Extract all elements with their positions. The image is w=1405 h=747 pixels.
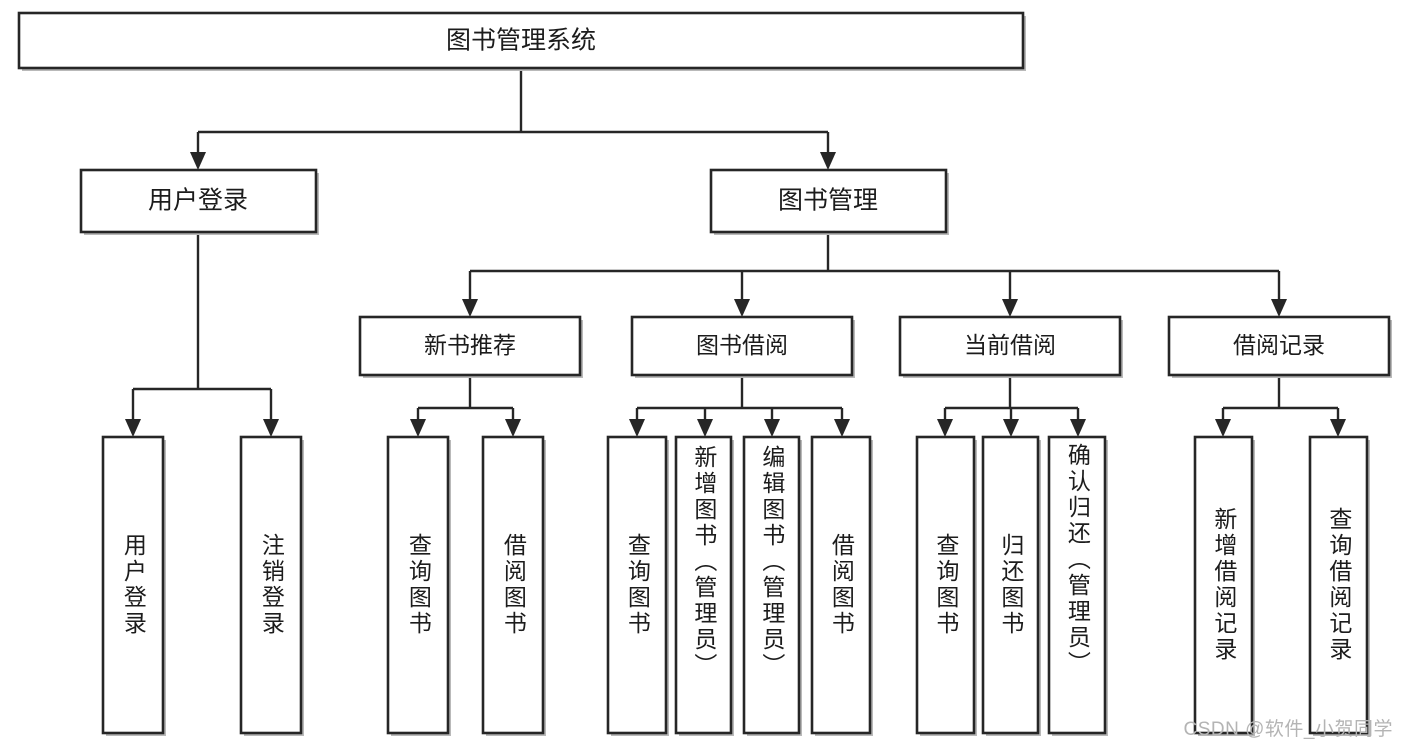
edge-layer <box>125 68 1346 437</box>
arrow-to-current-borrow <box>1002 299 1018 317</box>
arrow-to-leaf-return-book <box>1003 419 1019 437</box>
leaf-query-book-1-box[interactable] <box>386 435 450 735</box>
borrow-record-node-label: 借阅记录 <box>1233 332 1325 358</box>
new-book-recommend-node-label: 新书推荐 <box>424 332 516 358</box>
csdn-watermark: CSDN @软件_小贺同学 <box>1183 719 1393 740</box>
node-layer: 图书管理系统 用户登录 图书管理 新书推荐 图书借阅 当前借阅 借阅记录 <box>17 11 1392 736</box>
arrow-to-leaf-edit-book <box>764 419 780 437</box>
arrow-to-leaf-add-record <box>1215 419 1231 437</box>
leaf-edit-book-box[interactable] <box>742 435 801 735</box>
leaf-return-book-box[interactable] <box>981 435 1040 735</box>
arrow-to-leaf-add-book <box>697 419 713 437</box>
user-login-node-box[interactable] <box>79 168 318 234</box>
current-borrow-node-box[interactable] <box>898 315 1122 377</box>
arrow-to-leaf-query-record <box>1330 419 1346 437</box>
arrow-to-leaf-query-book-1 <box>410 419 426 437</box>
arrow-to-book-borrow <box>734 299 750 317</box>
arrow-to-book-manage <box>820 152 836 170</box>
arrow-to-user-login <box>190 152 206 170</box>
arrow-to-leaf-user-logout <box>263 419 279 437</box>
leaf-user-login-box[interactable] <box>101 435 165 735</box>
root-node-box[interactable] <box>17 11 1025 70</box>
arrow-to-leaf-confirm-return <box>1070 419 1086 437</box>
leaf-add-book-box[interactable] <box>674 435 733 735</box>
arrow-to-new-book-recommend <box>462 299 478 317</box>
book-borrow-node-box[interactable] <box>630 315 854 377</box>
root-node-label: 图书管理系统 <box>446 27 596 55</box>
book-borrow-node-label: 图书借阅 <box>696 332 788 358</box>
leaf-query-record-box[interactable] <box>1308 435 1369 735</box>
leaf-confirm-return-box[interactable] <box>1047 435 1107 735</box>
leaf-user-logout-box[interactable] <box>239 435 303 735</box>
user-login-node-label: 用户登录 <box>148 187 248 215</box>
arrow-to-leaf-query-book-2 <box>629 419 645 437</box>
borrow-record-node-box[interactable] <box>1167 315 1391 377</box>
leaf-borrow-book-1-box[interactable] <box>481 435 545 735</box>
arrow-to-borrow-record <box>1271 299 1287 317</box>
new-book-recommend-node-box[interactable] <box>358 315 582 377</box>
arrow-to-leaf-borrow-book-2 <box>834 419 850 437</box>
leaf-add-record-box[interactable] <box>1193 435 1254 735</box>
leaf-query-book-2-box[interactable] <box>606 435 668 735</box>
book-manage-node-label: 图书管理 <box>778 187 878 215</box>
leaf-borrow-book-2-box[interactable] <box>810 435 872 735</box>
current-borrow-node-label: 当前借阅 <box>964 332 1056 358</box>
leaf-query-book-3-box[interactable] <box>915 435 976 735</box>
arrow-to-leaf-user-login <box>125 419 141 437</box>
book-manage-node-box[interactable] <box>709 168 948 234</box>
arrow-to-leaf-borrow-book-1 <box>505 419 521 437</box>
arrow-to-leaf-query-book-3 <box>937 419 953 437</box>
